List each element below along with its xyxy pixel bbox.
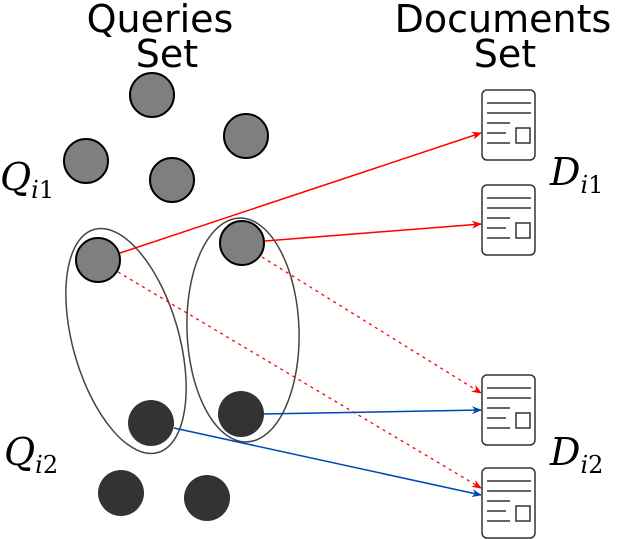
label-main: Q <box>4 430 35 474</box>
dashed-link <box>261 256 482 394</box>
label-sub-i: i <box>580 451 588 479</box>
pair-ellipse-left <box>65 227 187 455</box>
label-main: Q <box>0 155 31 199</box>
query-node-group1 <box>149 157 195 203</box>
documents-set-title: Documents <box>395 0 612 41</box>
query-node-group1 <box>129 72 175 118</box>
label-sub-i: i <box>31 176 39 204</box>
document-icon <box>481 374 536 446</box>
query-node-group2 <box>98 470 144 516</box>
label-sub-i: i <box>35 451 43 479</box>
document-icon <box>481 89 536 161</box>
pair-ellipse-right <box>186 217 300 443</box>
query-node-group1 <box>223 113 269 159</box>
query-node-group2 <box>184 475 230 521</box>
label-sub-n: 2 <box>588 451 603 479</box>
label-q-i2: Qi2 <box>4 430 58 479</box>
query-node-group1 <box>75 237 121 283</box>
label-d-i2: Di2 <box>549 430 603 479</box>
label-sub-n: 2 <box>43 451 58 479</box>
query-node-group1 <box>219 220 265 266</box>
label-main: D <box>549 430 580 474</box>
label-main: D <box>549 150 580 194</box>
label-sub-i: i <box>580 171 588 199</box>
query-group2 <box>98 391 264 521</box>
dashed-link <box>117 271 482 489</box>
queries-set-title-line2: Set <box>136 32 198 76</box>
query-node-group2 <box>218 391 264 437</box>
positive-link <box>119 132 482 254</box>
query-group1 <box>63 72 269 283</box>
document-icon <box>481 467 536 539</box>
positive-link <box>264 220 482 242</box>
document-icon <box>481 184 536 256</box>
label-q-i1: Qi1 <box>0 155 54 204</box>
label-sub-n: 1 <box>39 176 54 204</box>
label-d-i1: Di1 <box>549 150 603 199</box>
documents-set-title-line2: Set <box>474 32 536 76</box>
query-node-group2 <box>128 400 174 446</box>
queries-set-title: Queries <box>87 0 234 41</box>
negative-link <box>262 406 482 415</box>
negative-link <box>173 427 482 497</box>
label-sub-n: 1 <box>588 171 603 199</box>
query-node-group1 <box>63 138 109 184</box>
